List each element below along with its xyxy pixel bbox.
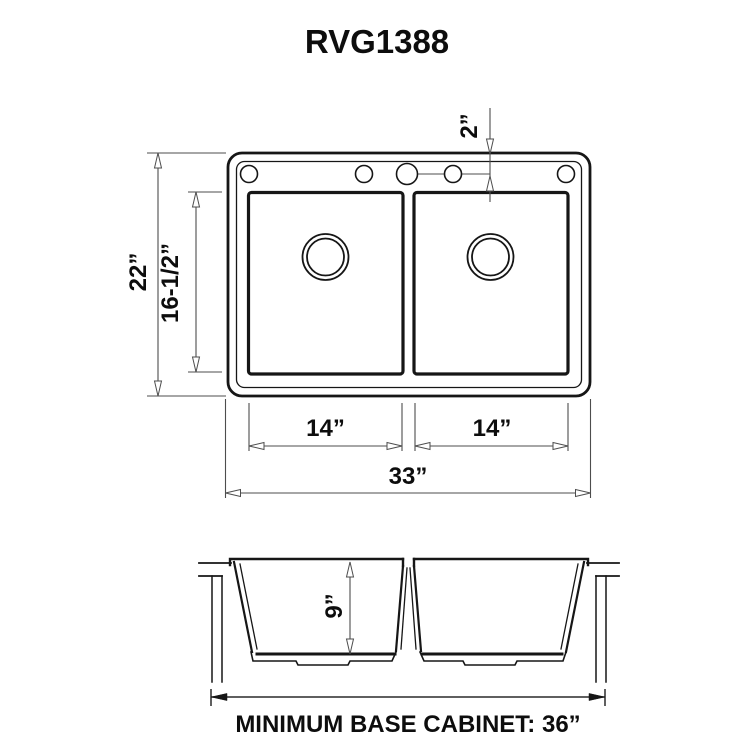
sink-top-surface — [228, 557, 590, 567]
left-drain-outer — [301, 233, 350, 281]
arrow-right-icon — [386, 441, 403, 451]
right-wall-outer — [564, 560, 586, 654]
faucet-hole-5 — [556, 164, 576, 184]
dim-bowl-front-to-back: 16-1/2” — [157, 191, 222, 373]
arrow-right-icon — [588, 693, 606, 701]
right-drain-inner — [471, 237, 510, 277]
bowl-depth-label: 9” — [321, 593, 348, 618]
dim-overall-depth: 22” — [125, 152, 226, 397]
top-view — [226, 151, 592, 398]
arrow-down-icon — [153, 380, 163, 397]
arrow-up-icon — [191, 191, 201, 208]
faucet-hole-2 — [354, 164, 374, 184]
arrow-left-icon — [210, 693, 228, 701]
divider-top-notch — [401, 557, 416, 568]
dim-min-base-cabinet: MINIMUM BASE CABINET: 36” — [210, 689, 606, 738]
front-view — [198, 557, 620, 683]
overall-depth-label: 22” — [125, 253, 152, 292]
dim-bowl-depth: 9” — [321, 561, 355, 655]
sink-rim-inner-outline — [235, 160, 583, 389]
arrow-left-icon — [225, 488, 241, 498]
sink-rim-outer-outline — [226, 151, 592, 398]
left-drain-inner — [306, 237, 345, 277]
arrow-left-icon — [248, 441, 265, 451]
faucet-hole-4 — [443, 164, 463, 184]
overall-width-label: 33” — [389, 463, 428, 490]
left-bowl-width-label: 14” — [306, 415, 345, 442]
left-wall-inner — [239, 563, 258, 650]
right-drain-outer — [466, 233, 515, 281]
arrow-up-icon — [345, 561, 355, 578]
divider-right-wall-outer — [412, 564, 423, 653]
divider-left-wall-inner — [400, 567, 408, 650]
dim-left-bowl-width: 14” — [248, 403, 403, 451]
divider-left-wall-outer — [394, 564, 405, 653]
arrow-down-icon — [345, 638, 355, 655]
faucet-hole-setback-label: 2” — [456, 113, 483, 138]
min-base-cabinet-label: MINIMUM BASE CABINET: 36” — [235, 711, 580, 738]
arrow-up-icon — [153, 152, 163, 169]
arrow-right-icon — [575, 488, 591, 498]
right-bowl-width-label: 14” — [473, 415, 512, 442]
arrow-down-icon — [485, 138, 495, 155]
left-bowl-bottom-outer — [250, 650, 398, 666]
faucet-hole-3 — [395, 162, 419, 186]
arrow-right-icon — [552, 441, 569, 451]
arrow-down-icon — [191, 356, 201, 373]
divider-right-wall-inner — [409, 567, 417, 650]
right-wall-inner — [560, 563, 579, 650]
arrow-up-icon — [485, 175, 495, 192]
left-wall-outer — [232, 560, 254, 654]
dim-faucet-hole-setback: 2” — [456, 108, 495, 202]
dim-right-bowl-width: 14” — [414, 403, 569, 451]
dim-overall-width: 33” — [224, 399, 592, 498]
right-bowl-bottom-outer — [418, 650, 568, 666]
faucet-hole-1 — [239, 164, 259, 184]
left-bowl-outline — [246, 190, 405, 376]
arrow-left-icon — [414, 441, 431, 451]
model-number: RVG1388 — [305, 23, 449, 60]
right-bowl-outline — [412, 190, 570, 376]
bowl-front-to-back-label: 16-1/2” — [157, 243, 184, 323]
